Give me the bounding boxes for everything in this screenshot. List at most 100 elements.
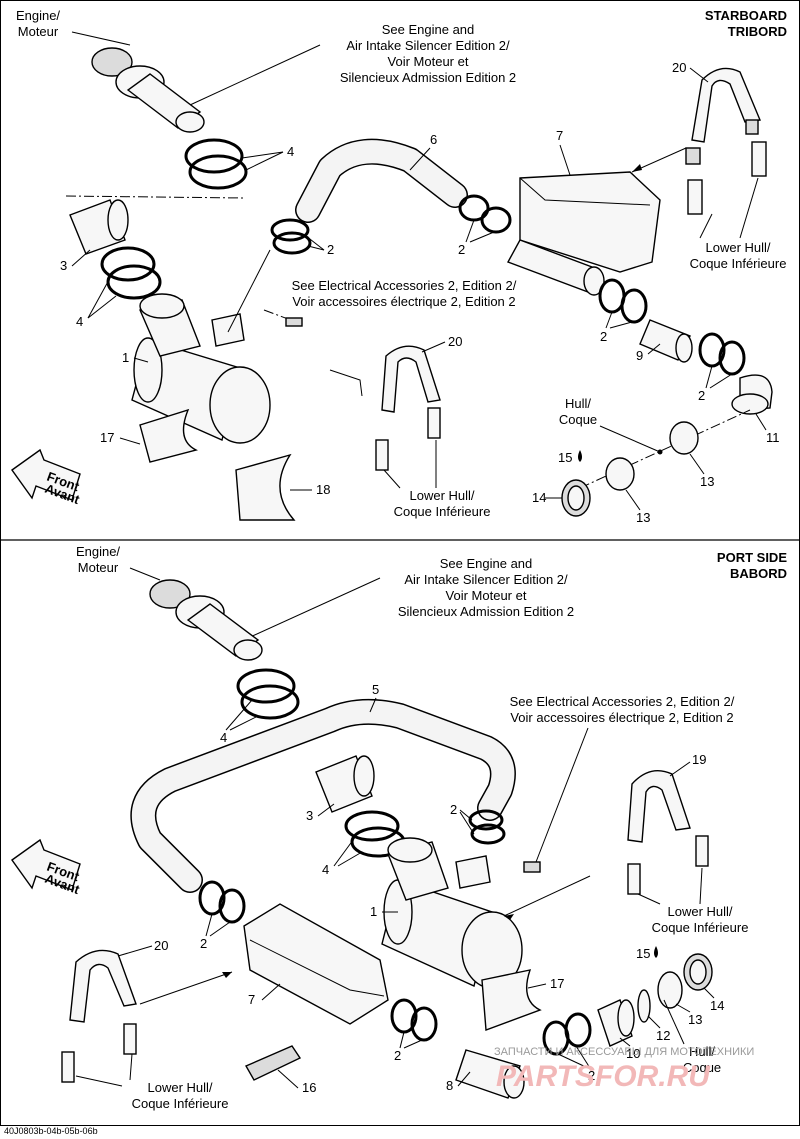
engine-coupling-bottom [149, 579, 300, 720]
callout-14: 14 [532, 490, 546, 505]
port-section: PORT SIDE BABORD Engine/ Moteur See Engi… [11, 544, 787, 1111]
see-engine-note: See Engine and [382, 22, 475, 37]
see-engine-note-bottom: See Engine and [440, 556, 533, 571]
coupler-clamp-top [91, 47, 133, 77]
callout-18: 18 [316, 482, 330, 497]
callout-2-b: 2 [458, 242, 465, 257]
centerline-top [65, 195, 245, 199]
front-arrow-bottom: Front Avant [11, 838, 82, 897]
callout-3: 3 [60, 258, 67, 273]
callout-17: 17 [100, 430, 114, 445]
callout-20-b: 20 [448, 334, 462, 349]
callout-4-b: 4 [76, 314, 83, 329]
engine-label-fr: Moteur [18, 24, 59, 39]
see-engine-note-3: Voir Moteur et [388, 54, 469, 69]
muffler-1 [131, 293, 271, 444]
callout-b7: 7 [248, 992, 255, 1007]
callout-b15: 15 [636, 946, 650, 961]
nut-12 [637, 989, 651, 1023]
leader-4a [241, 151, 284, 159]
muffler-1-bottom [381, 837, 523, 989]
engine-label-bottom-fr: Moteur [78, 560, 119, 575]
callout-b3: 3 [306, 808, 313, 823]
callout-b1: 1 [370, 904, 377, 919]
clamp-4-b [188, 154, 248, 190]
temperature-sensor-bottom [523, 861, 541, 873]
lower-hull-label-a: Lower Hull/ [705, 240, 770, 255]
callout-b8: 8 [446, 1078, 453, 1093]
clamp-2-a [270, 218, 310, 242]
front-arrow-icon [11, 448, 81, 501]
strap-20-bottom [69, 949, 137, 1023]
callout-b16: 16 [302, 1080, 316, 1095]
lower-hull-label-b: Lower Hull/ [409, 488, 474, 503]
callout-4: 4 [287, 144, 294, 159]
callout-b4: 4 [220, 730, 227, 745]
hull-bracket-c [375, 439, 389, 471]
clamp-2-e [598, 278, 626, 314]
clamp-2-b [272, 231, 312, 255]
gasket-13-bottom [657, 971, 683, 1009]
section-title-port: PORT SIDE [717, 550, 787, 565]
hull-label-bottom-fr: Coque [683, 1060, 721, 1075]
muffler-1-outlet [211, 313, 245, 347]
support-18 [235, 453, 296, 521]
see-engine-note-bottom-4: Silencieux Admission Edition 2 [398, 604, 574, 619]
clamp-2-f [620, 288, 648, 324]
hull-bracket-h [123, 1023, 137, 1055]
callout-2-c: 2 [600, 329, 607, 344]
section-title-starboard: STARBOARD [705, 8, 787, 23]
callout-b2-b: 2 [200, 936, 207, 951]
leader-4b [245, 151, 284, 171]
watermark-brand: PARTSFOR.RU [496, 1060, 711, 1093]
engine-label-bottom: Engine/ [76, 544, 120, 559]
hull-bracket-d [427, 407, 441, 439]
sealant-drop-icon-bottom [654, 946, 658, 958]
callout-b14: 14 [710, 998, 724, 1013]
hull-label: Hull/ [565, 396, 591, 411]
front-arrow-icon-bottom [11, 838, 81, 891]
lower-hull-label-c-fr: Coque Inférieure [652, 920, 749, 935]
gasket-13-a [669, 421, 699, 455]
hull-bracket-f [695, 835, 709, 867]
lower-hull-label-a-fr: Coque Inférieure [690, 256, 787, 271]
leader-6 [409, 147, 431, 171]
sealant-drop-icon [578, 450, 582, 462]
see-electrical-note-bottom: See Electrical Accessories 2, Edition 2/ [510, 694, 735, 709]
callout-15: 15 [558, 450, 572, 465]
engine-leader [71, 31, 131, 46]
callout-13-b: 13 [636, 510, 650, 525]
pad-16 [245, 1045, 302, 1081]
see-electrical-note: See Electrical Accessories 2, Edition 2/ [292, 278, 517, 293]
support-17-bottom [481, 969, 542, 1031]
watermark-text: ЗАПЧАСТИ И АКСЕССУАРЫ ДЛЯ МОТОТЕХНИКИ [494, 1046, 754, 1058]
section-title-tribord: TRIBORD [728, 24, 787, 39]
see-engine-note-2: Air Intake Silencer Edition 2/ [346, 38, 510, 53]
temperature-sensor [285, 317, 303, 327]
callout-2-d: 2 [698, 388, 705, 403]
callout-b2-d: 2 [394, 1048, 401, 1063]
callout-1: 1 [122, 350, 129, 365]
hull-bracket-a [687, 179, 703, 215]
callout-5: 5 [372, 682, 379, 697]
coupler-end-top [175, 111, 205, 133]
lower-hull-label-d-fr: Coque Inférieure [132, 1096, 229, 1111]
engine-label: Engine/ [16, 8, 60, 23]
strap-20-middle [381, 345, 441, 413]
engine-coupling-top [91, 47, 248, 190]
callout-b10: 10 [626, 1046, 640, 1061]
lower-hull-label-d: Lower Hull/ [147, 1080, 212, 1095]
strap-20-top [691, 67, 761, 143]
lower-hull-label-b-fr: Coque Inférieure [394, 504, 491, 519]
callout-b12: 12 [656, 1028, 670, 1043]
hull-label-fr: Coque [559, 412, 597, 427]
hull-bracket-e [627, 863, 641, 895]
clamp-4-c [100, 246, 156, 282]
lower-hull-label-c: Lower Hull/ [667, 904, 732, 919]
see-engine-leader [189, 44, 321, 106]
callout-6: 6 [430, 132, 437, 147]
see-electrical-note-bottom-2: Voir accessoires électrique 2, Edition 2 [510, 710, 733, 725]
clamp-2-d [480, 206, 512, 234]
callout-7: 7 [556, 128, 563, 143]
strap-19 [627, 770, 691, 843]
